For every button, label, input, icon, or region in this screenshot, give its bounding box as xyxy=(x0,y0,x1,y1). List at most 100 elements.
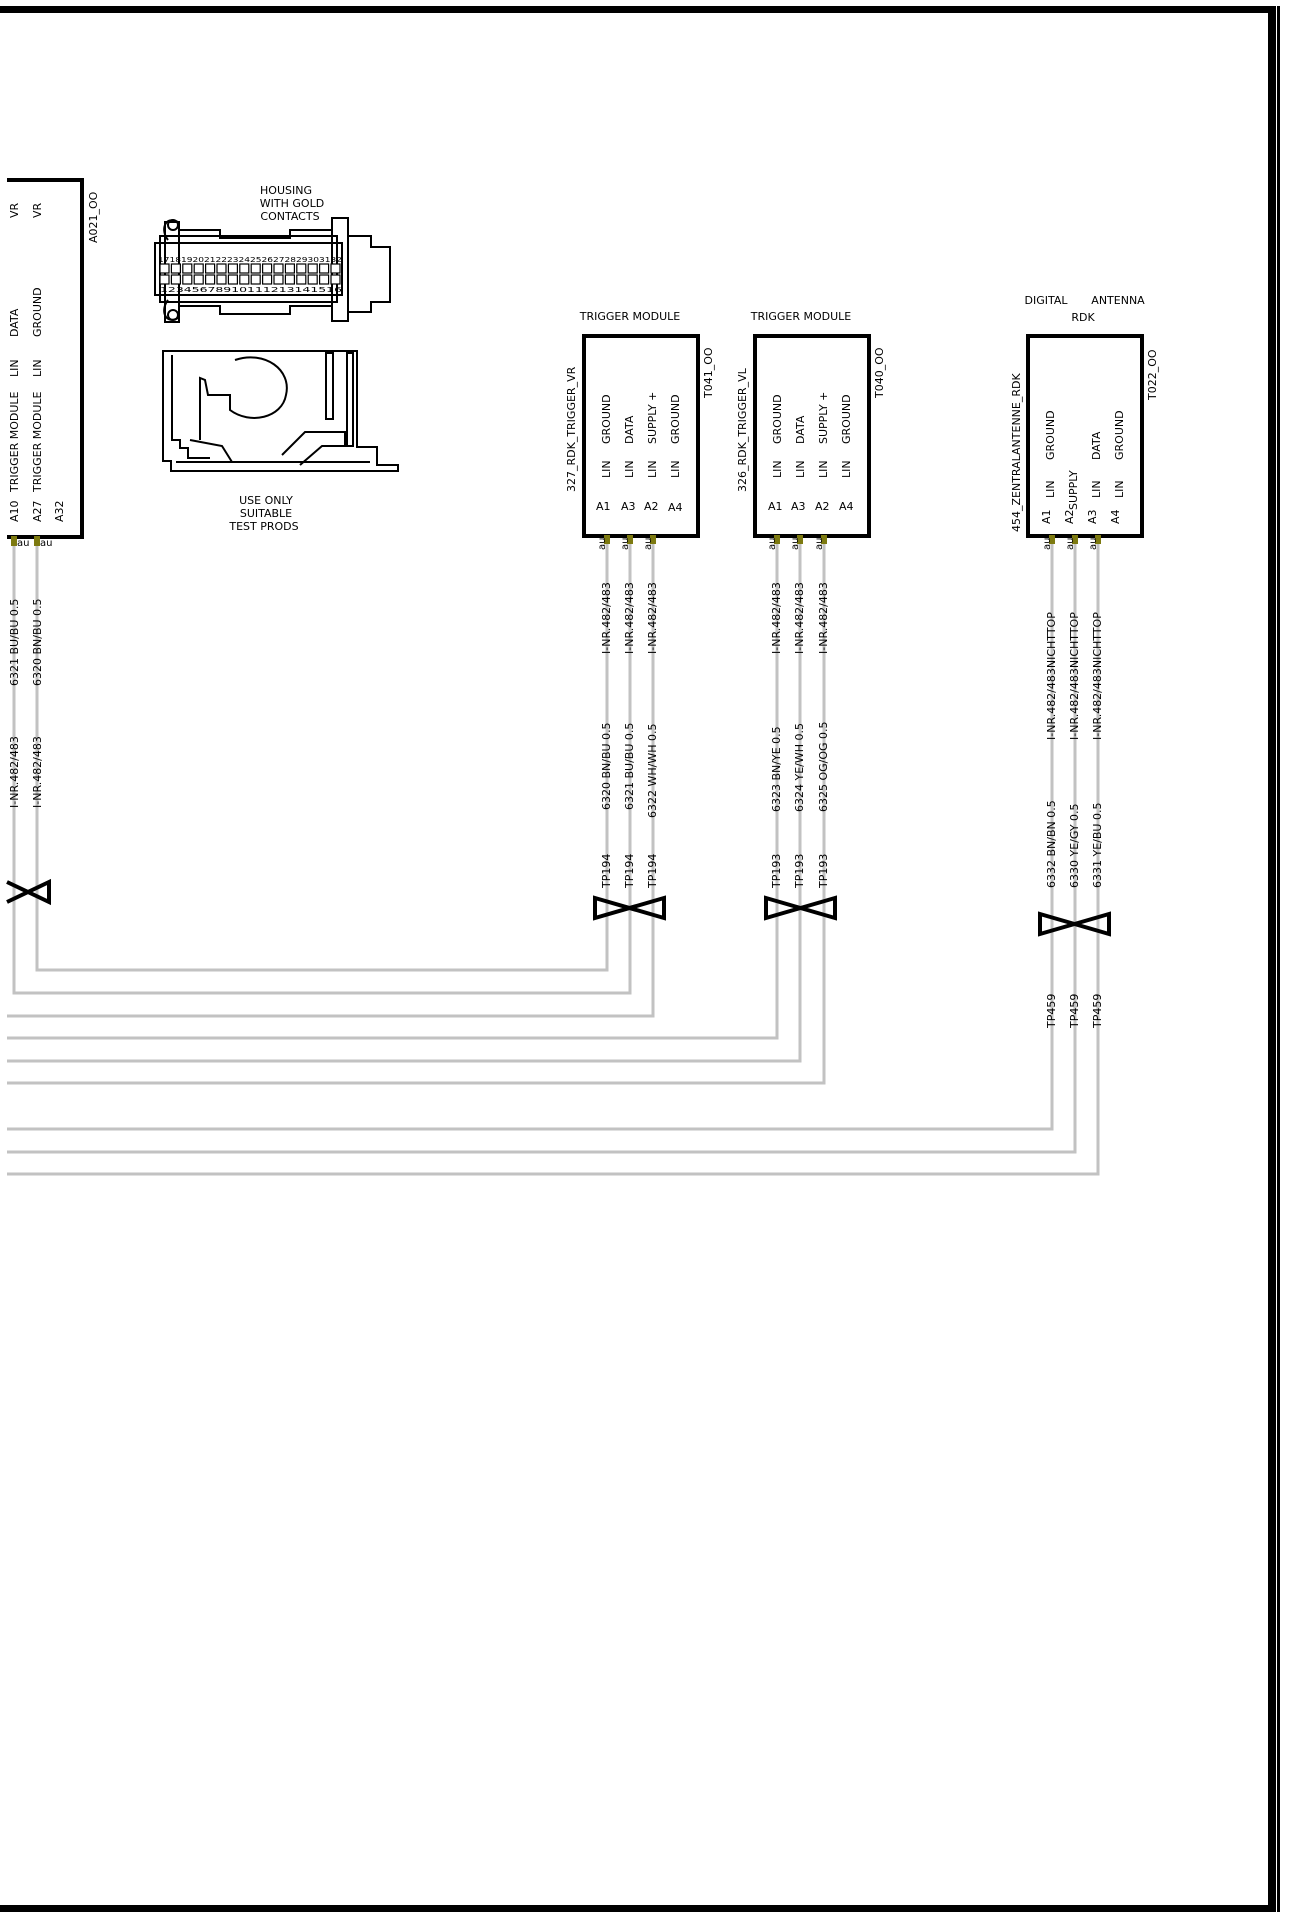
pin-func: SUPPLY + xyxy=(817,392,830,444)
ecu-terminal xyxy=(34,536,40,546)
pin-number: A3 xyxy=(621,500,636,513)
inr-label: I-NR.482/483 xyxy=(600,582,613,654)
pin-type: SUPPLY xyxy=(1067,470,1080,510)
housing-pin-cell xyxy=(239,263,250,274)
housing-pin-cell xyxy=(307,263,318,274)
routing-wires xyxy=(7,535,1100,1176)
wire-m2-a3 xyxy=(7,535,802,1063)
pin-number: A3 xyxy=(791,500,806,513)
housing-caption: HOUSING xyxy=(260,184,312,197)
housing-test-note: SUITABLE xyxy=(240,507,292,520)
digital-antenna-rdk: DIGITAL ANTENNA RDK 454_ZENTRALANTENNE_R… xyxy=(1010,294,1159,1029)
tp-label: TP193 xyxy=(770,854,783,889)
tp-label: TP193 xyxy=(793,854,806,889)
twist-marker xyxy=(593,895,666,921)
pin-number: A2 xyxy=(815,500,830,513)
housing-top-numbers: 17181920212223242526272829303132 xyxy=(158,256,342,264)
ecu-connector-a021: A021_OO VR VR DATA GROUND LIN LIN TRIGGE… xyxy=(6,178,100,906)
terminal-label: au xyxy=(790,538,801,550)
wire-label: 6322 WH/WH 0.5 xyxy=(646,724,659,818)
tp-label: TP459 xyxy=(1045,994,1058,1029)
wire-m3-a2 xyxy=(7,535,1077,1154)
pin-type: LIN xyxy=(669,460,682,478)
ecu-pin: A27 xyxy=(31,500,44,522)
housing-pin-cell xyxy=(170,263,181,274)
inr-label: I-NR.482/483NICHTTOP xyxy=(1091,612,1104,740)
tp-label: TP194 xyxy=(623,854,636,889)
inr-label: I-NR.482/483 xyxy=(646,582,659,654)
pin-number: A1 xyxy=(768,500,783,513)
page-frame xyxy=(0,6,1280,1912)
pin-number: A4 xyxy=(839,500,854,513)
housing-pin-cell xyxy=(250,274,261,285)
housing-pin-cell xyxy=(330,263,341,274)
housing-pin-cell xyxy=(273,263,284,274)
ecu-terminal-label: au xyxy=(40,538,52,549)
pin-type: LIN xyxy=(600,460,613,478)
pin-type: LIN xyxy=(794,460,807,478)
pin-number: A1 xyxy=(596,500,611,513)
terminal-label: au xyxy=(620,538,631,550)
inr-label: I-NR.482/483NICHTTOP xyxy=(1045,612,1058,740)
housing-pin-cell xyxy=(239,274,250,285)
inr-label: I-NR.482/483 xyxy=(793,582,806,654)
wire-label: 6330 YE/GY 0.5 xyxy=(1068,803,1081,888)
housing-pin-cell xyxy=(307,274,318,285)
ecu-header-right: VR xyxy=(31,202,44,218)
housing-pin-cell xyxy=(273,274,284,285)
ecu-twist-marker xyxy=(6,878,51,906)
ecu-row-value: LIN xyxy=(31,359,44,377)
inr-label: I-NR.482/483 xyxy=(817,582,830,654)
tp-label: TP459 xyxy=(1091,994,1104,1029)
pin-type: LIN xyxy=(840,460,853,478)
twist-marker xyxy=(764,895,837,921)
ecu-row-value: GROUND xyxy=(31,287,44,337)
wire-m2-a2 xyxy=(7,535,826,1085)
housing-pin-cell xyxy=(284,274,295,285)
housing-pin-grid xyxy=(159,263,341,285)
module-id: T040_OO xyxy=(873,347,886,399)
ecu-id: A021_OO xyxy=(87,191,100,243)
module-title-left: DIGITAL xyxy=(1024,294,1068,307)
twist-marker xyxy=(1038,911,1111,937)
housing-pin-cell xyxy=(182,274,193,285)
wire-label: 6325 OG/OG 0.5 xyxy=(817,721,830,812)
module-title: TRIGGER MODULE xyxy=(750,310,852,323)
pin-func: GROUND xyxy=(1113,410,1126,460)
housing-pin-cell xyxy=(296,274,307,285)
ecu-extra-pin: A32 xyxy=(53,500,66,522)
housing-pin-cell xyxy=(296,263,307,274)
inr-label: I-NR.482/483NICHTTOP xyxy=(1068,612,1081,740)
connector-housing-drawing: HOUSING WITH GOLD CONTACTS 1718192021222… xyxy=(154,184,399,533)
housing-pin-cell xyxy=(159,274,170,285)
inr-label: I-NR.482/483 xyxy=(770,582,783,654)
wire-ecu-a10 xyxy=(12,535,632,995)
pin-func: GROUND xyxy=(840,394,853,444)
housing-pin-cell xyxy=(205,263,216,274)
terminal-label: au xyxy=(1088,538,1099,550)
housing-test-note: USE ONLY xyxy=(239,494,293,507)
wire-label: 6331 YE/BU 0.5 xyxy=(1091,803,1104,888)
ecu-pin: A10 xyxy=(8,500,21,522)
wire-label: 6324 YE/WH 0.5 xyxy=(793,723,806,812)
housing-pin-cell xyxy=(182,263,193,274)
housing-pin-cell xyxy=(284,263,295,274)
terminal-label: au xyxy=(814,538,825,550)
housing-pin-cell xyxy=(216,274,227,285)
ecu-inr-label: I-NR.482/483 xyxy=(31,736,44,808)
pin-func: GROUND xyxy=(1044,410,1057,460)
tp-label: TP194 xyxy=(600,854,613,889)
housing-pin-cell xyxy=(216,263,227,274)
pin-number: A4 xyxy=(668,501,683,514)
pin-type: LIN xyxy=(1044,480,1057,498)
housing-caption: WITH GOLD xyxy=(260,197,324,210)
housing-pin-cell xyxy=(159,263,170,274)
ecu-wire-label: 6320 BN/BU 0.5 xyxy=(31,598,44,686)
housing-pin-cell xyxy=(262,274,273,285)
housing-pin-cell xyxy=(227,274,238,285)
wire-label: 6323 BN/YE 0.5 xyxy=(770,726,783,812)
pin-func: GROUND xyxy=(771,394,784,444)
pin-type: LIN xyxy=(646,460,659,478)
housing-bottom-numbers: 12345678910111213141516 xyxy=(160,286,343,294)
